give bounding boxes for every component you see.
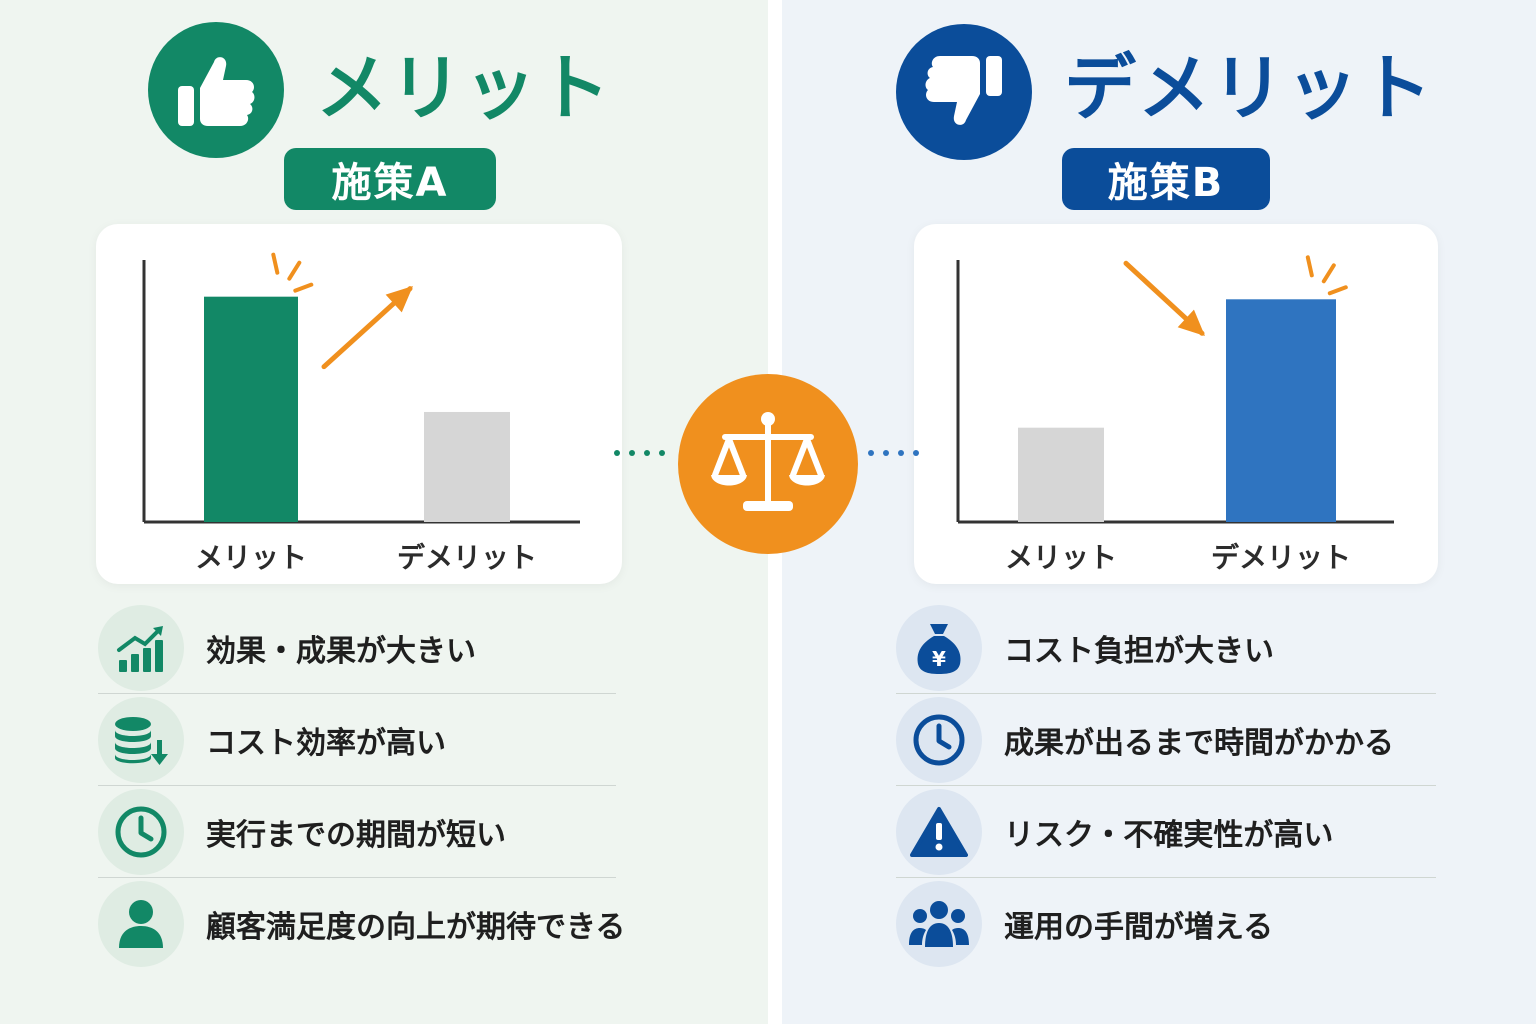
clock-icon [896, 696, 982, 783]
demerit-list: ¥ コスト負担が大きい 成果が出るまで時間がかかる リスク・不確実性が高い [896, 602, 1436, 970]
list-item: 実行までの期間が短い [98, 786, 616, 878]
money-bag-icon: ¥ [896, 604, 982, 691]
svg-text:¥: ¥ [932, 647, 946, 671]
demerit-chart-svg [956, 255, 1394, 524]
list-item: コスト効率が高い [98, 694, 616, 786]
list-item: ¥ コスト負担が大きい [896, 602, 1436, 694]
demerit-chart-sparkle [1305, 255, 1348, 296]
growth-chart-icon [98, 604, 184, 691]
demerit-item-text: 運用の手間が増える [1004, 910, 1274, 945]
merit-chart-bar-0 [204, 296, 298, 522]
connector-dots-right [868, 450, 919, 456]
merit-item-text: コスト効率が高い [206, 725, 446, 761]
list-item: 成果が出るまで時間がかかる [896, 694, 1436, 786]
demerit-tag: 施策B [1062, 148, 1270, 210]
connector-dots-left [614, 450, 665, 456]
person-icon [98, 881, 184, 967]
merit-item-text: 実行までの期間が短い [206, 817, 506, 853]
list-item: 顧客満足度の向上が期待できる [98, 878, 625, 970]
demerit-title: デメリット [1064, 46, 1435, 130]
demerit-item-text: リスク・不確実性が高い [1004, 817, 1334, 853]
demerit-chart-bar-1 [1226, 299, 1336, 522]
warning-icon [896, 788, 982, 875]
thumbs-down-icon [896, 24, 1032, 160]
merit-chart-bar-1 [424, 411, 510, 522]
coin-stack-down-icon [98, 696, 184, 783]
merit-chart-xlabel-1: デメリット [396, 541, 537, 574]
merit-title: メリット [316, 46, 613, 130]
merit-chart-sparkle-stroke [271, 252, 280, 275]
list-item: 効果・成果が大きい [98, 602, 616, 694]
demerit-chart-sparkle-stroke [1321, 263, 1336, 284]
merit-item-text: 効果・成果が大きい [206, 633, 476, 669]
demerit-chart-xlabel-0: メリット [1004, 541, 1117, 574]
group-icon [896, 881, 982, 967]
demerit-chart-trend-arrowhead [1177, 309, 1205, 337]
demerit-item-text: 成果が出るまで時間がかかる [1004, 725, 1394, 761]
balance-scale-icon [678, 374, 858, 554]
merit-chart-xlabel-0: メリット [194, 541, 307, 574]
merit-chart: メリット デメリット [96, 224, 622, 584]
demerit-chart: メリット デメリット [914, 224, 1438, 584]
merit-chart-sparkle-stroke [287, 260, 302, 281]
list-item: 運用の手間が増える [896, 878, 1436, 970]
merit-list: 効果・成果が大きい コスト効率が高い 実行までの期間が短い [98, 602, 625, 970]
thumbs-up-icon [148, 22, 284, 158]
demerit-chart-sparkle-stroke [1305, 255, 1314, 278]
demerit-chart-sparkle-stroke [1327, 285, 1348, 296]
demerit-item-text: コスト負担が大きい [1004, 633, 1274, 669]
merit-item-text: 顧客満足度の向上が期待できる [206, 910, 626, 945]
demerit-chart-xlabel-1: デメリット [1210, 541, 1351, 574]
merit-tag: 施策A [284, 148, 496, 210]
merit-chart-sparkle [271, 252, 314, 293]
list-item: リスク・不確実性が高い [896, 786, 1436, 878]
merit-chart-trend-arrowhead [385, 285, 413, 313]
clock-icon [98, 788, 184, 875]
merit-chart-sparkle-stroke [293, 282, 314, 293]
merit-chart-svg [142, 252, 580, 524]
demerit-chart-bar-0 [1018, 427, 1104, 522]
